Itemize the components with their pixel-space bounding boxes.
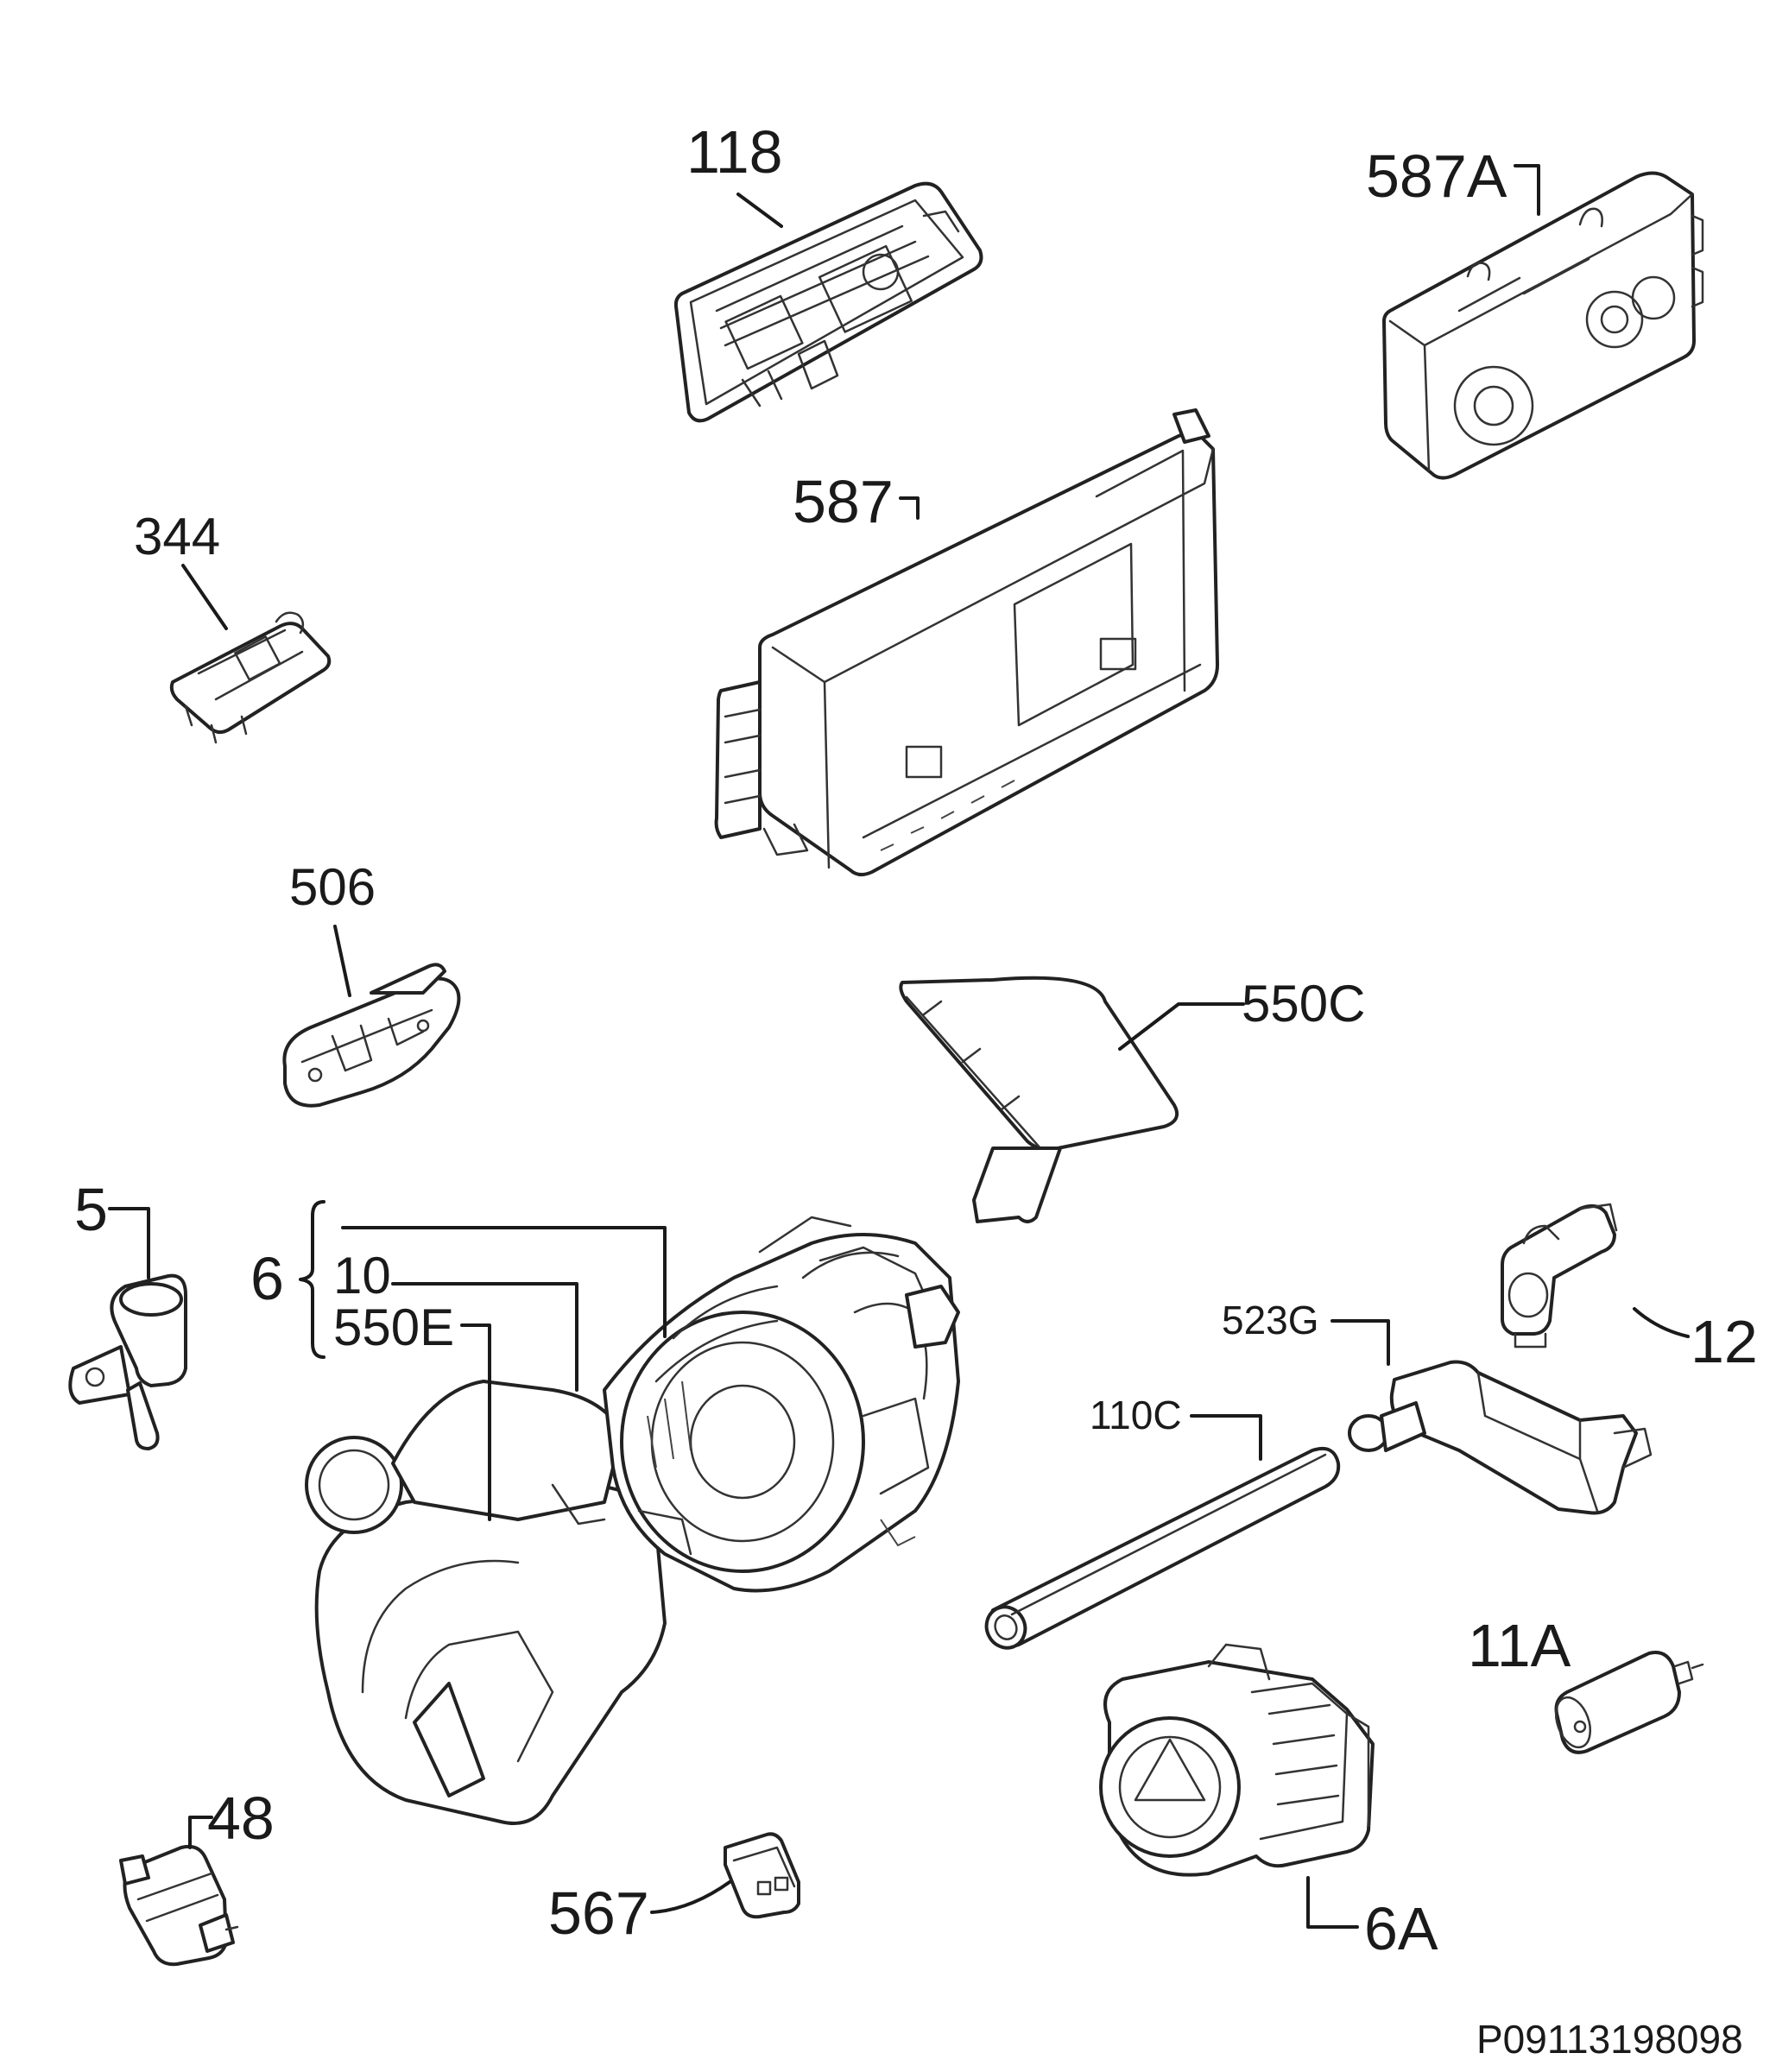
leader-6a [1306, 1876, 1359, 1929]
part-567-connector[interactable] [724, 1832, 800, 1919]
part-5-inlet-valve[interactable] [68, 1273, 187, 1450]
part-118-control-board[interactable] [673, 181, 983, 423]
label-5: 5 [74, 1176, 108, 1243]
label-110c: 110C [1090, 1393, 1182, 1437]
leader-506 [333, 925, 351, 997]
part-523g-hose-connector[interactable] [1348, 1360, 1653, 1515]
leader-587 [899, 496, 920, 520]
part-344-switch[interactable] [169, 611, 332, 744]
leader-6 [341, 1226, 667, 1338]
leader-550e [460, 1323, 491, 1521]
label-550e: 550E [333, 1298, 454, 1356]
leader-118 [736, 193, 783, 228]
label-587a: 587A [1366, 142, 1507, 210]
label-12: 12 [1691, 1308, 1758, 1375]
label-523g: 523G [1222, 1298, 1319, 1342]
part-110c-tube[interactable] [980, 1446, 1341, 1654]
part-12-sensor[interactable] [1501, 1203, 1618, 1349]
part-587-main-module[interactable] [714, 408, 1219, 876]
label-6a: 6A [1364, 1895, 1438, 1962]
leader-110c [1190, 1414, 1262, 1461]
part-6-heater-fan-assembly[interactable] [305, 1216, 960, 1825]
leader-523g [1330, 1319, 1390, 1366]
leader-550c [1118, 1002, 1245, 1051]
part-6a-drain-pump[interactable] [1099, 1643, 1375, 1877]
label-118: 118 [686, 118, 783, 186]
leader-10 [391, 1282, 578, 1392]
label-550c: 550C [1242, 975, 1365, 1033]
label-506: 506 [289, 858, 376, 916]
figure-code: P09113198098 [1476, 2017, 1743, 2062]
label-10: 10 [333, 1247, 391, 1304]
brace-6 [299, 1200, 325, 1359]
part-550c-duct-cover[interactable] [899, 976, 1179, 1223]
leader-587a [1514, 164, 1540, 216]
label-6: 6 [250, 1245, 284, 1312]
leader-344 [181, 564, 228, 630]
label-587: 587 [793, 468, 894, 535]
leader-5 [108, 1207, 150, 1279]
part-48-thermostat[interactable] [119, 1844, 239, 1967]
part-506-dispenser-lock[interactable] [282, 963, 461, 1108]
label-48: 48 [207, 1785, 275, 1852]
part-11a-motor[interactable] [1550, 1651, 1704, 1754]
part-587a-interface-module[interactable] [1382, 171, 1704, 480]
label-11a: 11A [1468, 1612, 1571, 1679]
leader-12 [1633, 1307, 1690, 1338]
label-567: 567 [548, 1879, 649, 1947]
leader-48 [188, 1816, 213, 1849]
label-344: 344 [134, 508, 220, 565]
leader-567 [650, 1880, 731, 1914]
